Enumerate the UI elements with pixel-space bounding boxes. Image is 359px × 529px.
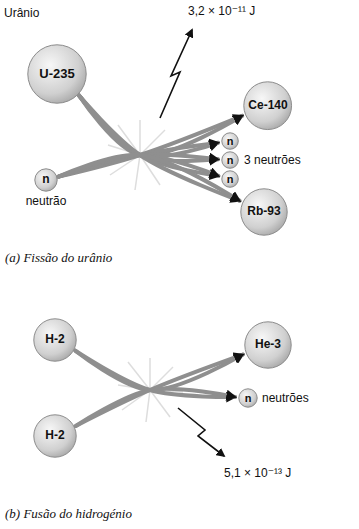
neutron-particle: n (221, 170, 239, 188)
nucleus-outline (222, 152, 238, 168)
nucleus-outline (222, 133, 238, 149)
figure-caption: (a) Fissão do urânio (5, 250, 112, 266)
neutron-particle: nneutrão (34, 168, 58, 192)
particle-name: n (227, 173, 234, 185)
particle-name: He-3 (255, 338, 281, 351)
nucleus-circle: Ce-140 (243, 81, 292, 130)
nucleus-circle: H-2 (33, 414, 77, 458)
nucleus-outline (245, 322, 291, 368)
particle-caption: neutrões (262, 391, 309, 405)
nucleus-outline (35, 169, 57, 191)
nucleus-circle: He-3 (244, 321, 292, 369)
particle-name: U-235 (39, 67, 74, 81)
particle-name: Ce-140 (248, 99, 287, 112)
energy-bolt (178, 408, 224, 456)
reaction-arrow (59, 143, 219, 177)
particle-name: n (227, 154, 234, 166)
energy-label: 3 neutrões (244, 153, 301, 167)
neutron-particle: nneutrões (238, 388, 258, 408)
reaction-arrow (76, 355, 243, 426)
nucleus-outline (241, 189, 287, 235)
particle-caption: Urânio (4, 6, 39, 20)
particle-name: Rb-93 (247, 205, 280, 218)
nucleus-outline (239, 389, 257, 407)
nucleus-outline (244, 82, 292, 130)
particle-name: n (42, 173, 49, 186)
figure-caption: (b) Fusão do hidrogénio (5, 506, 132, 522)
neutron-particle: n (221, 151, 239, 169)
energy-label: 5,1 × 10⁻¹³ J (224, 466, 291, 480)
neutron-particle: n (221, 132, 239, 150)
nucleus-outline (34, 415, 76, 457)
nucleus-circle: Rb-93 (240, 188, 288, 236)
particle-name: n (245, 392, 252, 404)
nucleus-circle: H-2 (33, 318, 77, 362)
reaction-arrow (76, 389, 235, 426)
particle-caption: neutrão (26, 194, 67, 208)
nucleus-circle: U-235Urânio (27, 44, 87, 104)
nucleus-outline (28, 45, 86, 103)
nucleus-outline (222, 171, 238, 187)
energy-bolt (160, 30, 192, 118)
particle-name: H-2 (45, 429, 64, 442)
energy-label: 3,2 × 10⁻¹¹ J (188, 4, 255, 18)
particle-name: n (227, 135, 234, 147)
particle-name: H-2 (45, 333, 64, 346)
reaction-arrow (59, 155, 240, 201)
nucleus-outline (34, 319, 76, 361)
